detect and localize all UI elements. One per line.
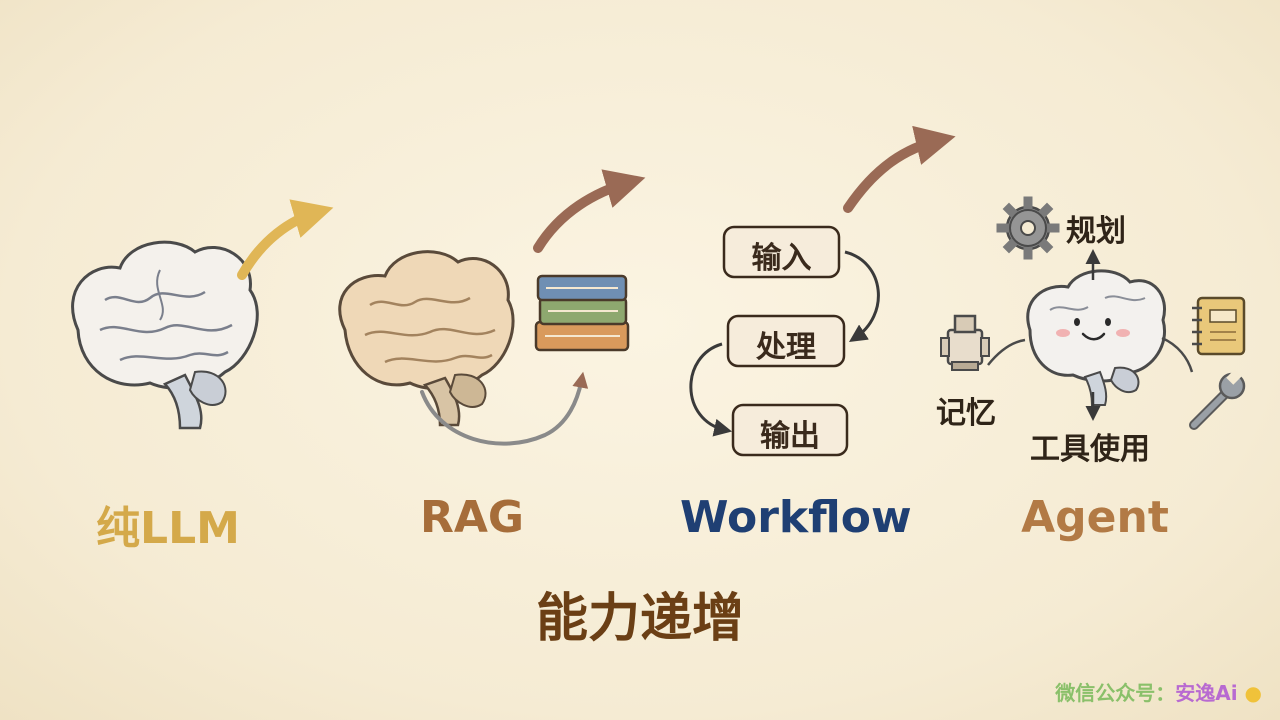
stage-label-workflow: Workflow — [680, 492, 912, 543]
workflow-step-output: 输出 — [760, 419, 820, 454]
arrow-process-to-output — [689, 342, 733, 437]
arrow-workflow-to-agent — [843, 125, 956, 213]
brain-icon-rag — [338, 250, 515, 427]
arrow-rag-retrieve — [420, 371, 589, 446]
stage-label-agent: Agent — [1021, 492, 1169, 543]
arrow-rag-to-workflow — [533, 169, 646, 253]
agent-memory-label: 记忆 — [936, 396, 996, 431]
memory-chip-icon — [940, 314, 990, 371]
connector-agent-left — [987, 338, 1026, 366]
footer-credit: 微信公众号：安逸Ai ● — [1055, 677, 1262, 706]
workflow-box-process — [726, 314, 846, 368]
footer-prefix: 微信公众号： — [1055, 681, 1176, 705]
notebook-icon — [1192, 296, 1246, 356]
wrench-icon — [1189, 369, 1246, 430]
workflow-step-input: 输入 — [751, 241, 812, 276]
caption-capability-increase: 能力递增 — [535, 589, 744, 649]
agent-tool-use-label: 工具使用 — [1030, 432, 1150, 467]
agent-planning-label: 规划 — [1066, 214, 1126, 249]
connector-agent-right — [1161, 336, 1194, 373]
stage-label-llm: 纯LLM — [96, 503, 240, 554]
stage-label-rag: RAG — [419, 492, 525, 543]
smiling-brain-icon — [1026, 269, 1166, 406]
arrow-input-to-process — [844, 250, 880, 342]
workflow-box-input — [722, 225, 841, 279]
workflow-step-process: 处理 — [756, 330, 816, 365]
workflow-box-output — [731, 403, 849, 457]
duck-icon: ● — [1237, 681, 1262, 705]
arrow-llm-to-rag — [237, 199, 334, 280]
footer-name: 安逸Ai — [1175, 681, 1238, 705]
books-icon — [534, 274, 630, 352]
gear-icon — [996, 196, 1060, 260]
brain-icon-llm — [71, 240, 259, 430]
